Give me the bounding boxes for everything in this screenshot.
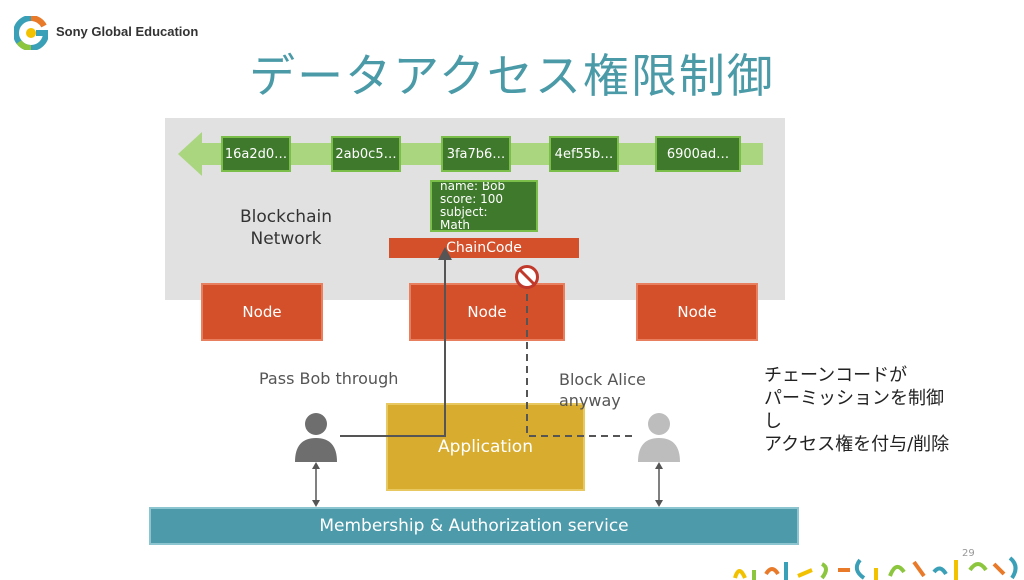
state-line: score: 100	[440, 192, 504, 206]
state-line: subject:	[440, 205, 488, 219]
explanation-note: チェーンコードが パーミッションを制御 し アクセス権を付与/削除	[764, 365, 950, 455]
node-box: Node	[409, 283, 565, 341]
application-box: Application	[386, 403, 585, 491]
page-number: 29	[962, 548, 975, 559]
node-box: Node	[636, 283, 758, 341]
state-line: name: Bob	[440, 180, 506, 193]
block-alice-label: Block Alice anyway	[559, 370, 646, 410]
chain-block: 6900ad…	[655, 136, 741, 172]
world-state-record: name: Bob score: 100 subject: Math	[430, 180, 538, 232]
blockchain-network-label: Blockchain Network	[239, 207, 332, 249]
sony-global-education-logo-icon	[14, 16, 48, 50]
pass-bob-label: Pass Bob through	[259, 369, 399, 388]
chain-block: 2ab0c5…	[331, 136, 401, 172]
chain-block: 3fa7b6…	[441, 136, 511, 172]
state-line: Math	[440, 218, 471, 232]
brand-name: Sony Global Education	[56, 24, 199, 39]
chaincode-bar: ChainCode	[389, 238, 579, 258]
node-box: Node	[201, 283, 323, 341]
decorative-footer-pattern	[733, 556, 1018, 580]
membership-service-bar: Membership & Authorization service	[149, 507, 799, 545]
user-bob-icon	[295, 413, 337, 462]
chain-block: 4ef55b…	[549, 136, 619, 172]
page-title: データアクセス権限制御	[249, 49, 775, 103]
bob-pass-path	[340, 252, 446, 437]
prohibited-icon	[515, 265, 539, 289]
alice-block-path	[526, 284, 632, 437]
arrow-up-icon	[438, 247, 452, 260]
chain-block: 16a2d0…	[221, 136, 291, 172]
user-alice-icon	[638, 413, 680, 462]
